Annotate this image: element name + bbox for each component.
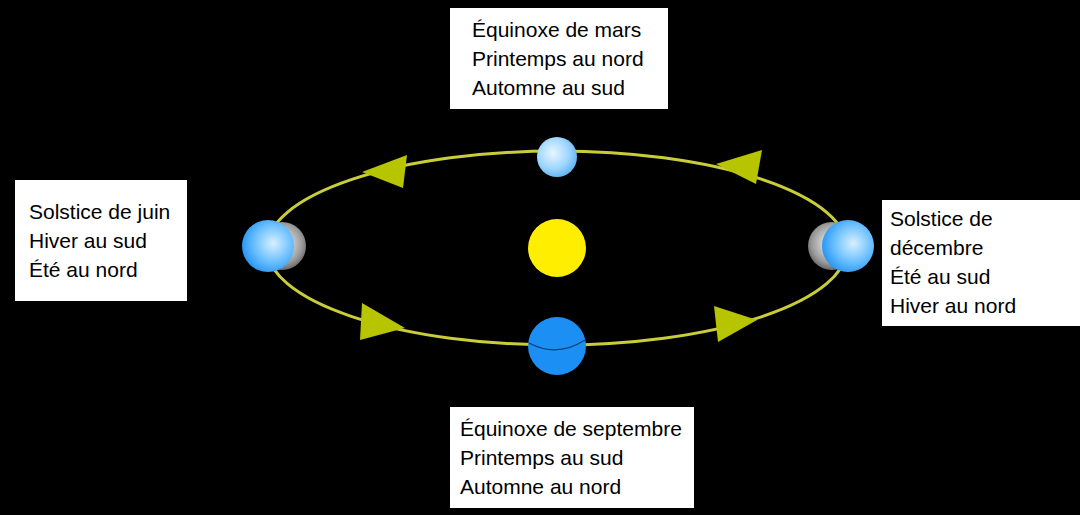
orbit-arrow: [362, 155, 407, 188]
caption-box: Équinoxe de marsPrintemps au nordAutomne…: [450, 8, 668, 109]
season-heading: Équinoxe de septembre: [460, 414, 684, 443]
season-heading: Solstice de juin: [29, 197, 173, 226]
earth-december: [822, 220, 874, 272]
season-heading: Solstice de décembre: [890, 204, 1040, 262]
sun: [528, 219, 586, 277]
season-line: Printemps au sud: [460, 443, 684, 472]
orbit-arrow: [716, 150, 762, 184]
caption-box: Solstice de décembreÉté au sudHiver au n…: [882, 200, 1080, 326]
orbit: [267, 151, 847, 345]
orbit-arrow: [714, 306, 757, 342]
earth-september: [528, 317, 586, 375]
caption-box: Solstice de juinHiver au sudÉté au nord: [15, 180, 187, 301]
season-heading: Équinoxe de mars: [472, 15, 646, 44]
season-line: Été au nord: [29, 255, 173, 284]
season-line: Été au sud: [890, 262, 1072, 291]
season-line: Printemps au nord: [472, 44, 646, 73]
season-line: Automne au sud: [472, 73, 646, 102]
season-line: Automne au nord: [460, 472, 684, 501]
season-line: Hiver au sud: [29, 226, 173, 255]
earth-march: [537, 137, 577, 177]
earth-equator: [529, 340, 585, 350]
orbit-arrow: [360, 303, 405, 340]
earth-june: [242, 220, 294, 272]
season-line: Hiver au nord: [890, 291, 1072, 320]
caption-box: Équinoxe de septembrePrintemps au sudAut…: [450, 407, 694, 508]
